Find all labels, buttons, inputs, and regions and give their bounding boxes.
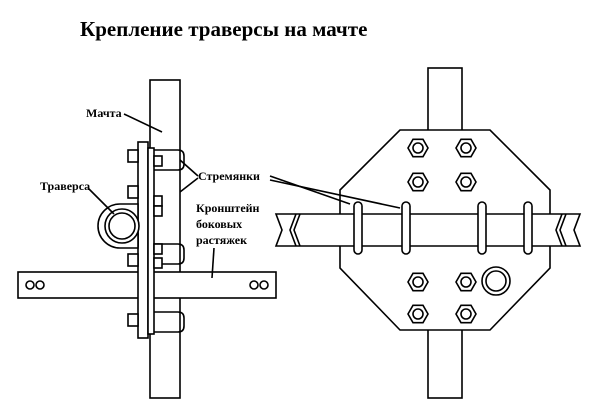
- leader-stirrups: [179, 177, 199, 193]
- traverse-beam: [274, 213, 582, 247]
- leader-brackets: [211, 247, 215, 279]
- stirrup-front: [523, 201, 533, 255]
- stirrup-front: [477, 201, 487, 255]
- hex-nut-bolt: [460, 308, 472, 320]
- hex-nut: [407, 138, 429, 158]
- label-stirrups: Стремянки: [198, 169, 260, 183]
- stirrup-side: [154, 243, 185, 265]
- label-brackets-1: Кронштейн: [196, 201, 260, 215]
- hex-nut-bolt: [460, 276, 472, 288]
- hex-nut-bolt: [460, 176, 472, 188]
- leader-stirrups-front: [269, 175, 351, 205]
- hex-nut-bolt: [412, 276, 424, 288]
- leader-mast: [123, 113, 163, 133]
- hex-nut: [455, 138, 477, 158]
- hex-nut: [407, 272, 429, 292]
- stirrup-front: [353, 201, 363, 255]
- stirrup-side: [154, 311, 185, 333]
- label-traverse: Траверса: [40, 179, 90, 193]
- bracket-hole: [249, 280, 259, 290]
- hex-nut: [407, 172, 429, 192]
- bracket-hole: [25, 280, 35, 290]
- stirrup-side: [154, 149, 185, 171]
- hex-nut: [407, 304, 429, 324]
- front-view: [269, 67, 582, 399]
- label-brackets-3: растяжек: [196, 233, 247, 247]
- break-line: [293, 213, 301, 247]
- break-line: [289, 213, 297, 247]
- nut: [153, 205, 163, 217]
- label-mast: Мачта: [86, 106, 122, 120]
- nut: [127, 253, 139, 267]
- hex-nut-bolt: [412, 308, 424, 320]
- nut: [153, 243, 163, 255]
- hex-nut-bolt: [412, 176, 424, 188]
- traverse-tube: [104, 208, 140, 244]
- leader-stirrups-front: [269, 179, 401, 209]
- hex-nut-bolt: [412, 142, 424, 154]
- nut: [153, 155, 163, 167]
- bracket-hole: [35, 280, 45, 290]
- mast-front-bottom: [427, 327, 463, 399]
- label-brackets-2: боковых: [196, 217, 242, 231]
- leader-stirrups: [179, 159, 199, 177]
- hex-nut: [455, 172, 477, 192]
- nut-group: [407, 138, 477, 324]
- nut: [127, 149, 139, 163]
- mount-plate: [147, 147, 155, 335]
- hex-nut: [455, 272, 477, 292]
- leader-traverse: [87, 187, 115, 215]
- hex-nut-bolt: [460, 142, 472, 154]
- stirrup-front: [401, 201, 411, 255]
- mount-plate: [137, 141, 149, 339]
- traverse-tube-inner: [108, 212, 136, 240]
- mount-hole-inner: [485, 270, 507, 292]
- mast-front-top: [427, 67, 463, 139]
- nut: [153, 195, 163, 207]
- diagram-title: Крепление траверсы на мачте: [80, 17, 367, 41]
- nut: [127, 313, 139, 327]
- break-line: [559, 213, 567, 247]
- nut: [153, 257, 163, 269]
- nut: [127, 185, 139, 199]
- hex-nut: [455, 304, 477, 324]
- bracket-hole: [259, 280, 269, 290]
- side-view: Мачта Траверса Стремянки Кронштейн боков…: [17, 79, 277, 399]
- break-line: [555, 213, 563, 247]
